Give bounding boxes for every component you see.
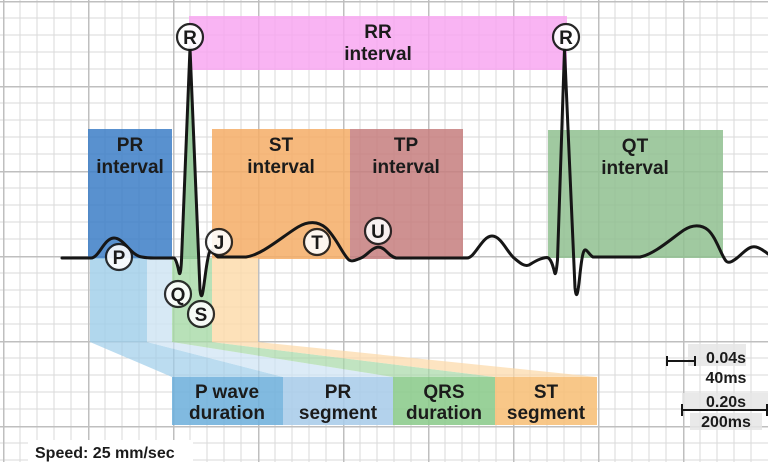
- st-segment-label-1: ST: [534, 382, 559, 403]
- pr-interval-box: [88, 129, 172, 259]
- p-wave-duration-box: [172, 377, 283, 425]
- st-interval-label-1: ST: [269, 135, 294, 156]
- u-circle: [363, 216, 393, 246]
- t-label: T: [311, 233, 323, 254]
- qrs-connector: [172, 342, 495, 377]
- qt-interval-label-2: interval: [601, 158, 669, 179]
- rr-interval-label-1: RR: [364, 22, 392, 43]
- large-scale-bracket: [681, 404, 768, 416]
- speed-caption: Speed: 25 mm/sec: [35, 445, 175, 462]
- rr-interval-box: [189, 16, 567, 70]
- large-scale-ms: 200ms: [701, 414, 751, 431]
- small-scale-seconds: 0.04s: [706, 350, 746, 367]
- speed-caption-bg: [28, 440, 193, 462]
- qrs-duration-label-1: QRS: [423, 382, 464, 403]
- segment-labels: P wave duration PR segment QRS duration …: [189, 382, 586, 424]
- p-wave-duration-band: [90, 258, 147, 342]
- u-label: U: [371, 222, 385, 243]
- t-circle: [302, 227, 332, 257]
- pr-interval-label-1: PR: [117, 135, 144, 156]
- s-circle: [186, 299, 216, 329]
- interval-labels: RR interval PR interval ST interval TP i…: [96, 22, 669, 179]
- p-wave-duration-label-2: duration: [189, 403, 265, 424]
- small-scale-ms: 40ms: [706, 370, 747, 387]
- wave-point-markers: R R P Q S J T U: [104, 22, 581, 329]
- p-wave-connector: [90, 342, 283, 377]
- st-segment-label-2: segment: [507, 403, 586, 424]
- r1-circle: [175, 22, 205, 52]
- pr-segment-label-2: segment: [299, 403, 378, 424]
- large-scale-bg-bottom: [690, 413, 762, 430]
- qt-interval-label-1: QT: [622, 136, 649, 157]
- small-scale-bg: [688, 344, 746, 366]
- s-label: S: [195, 305, 208, 326]
- p-label: P: [113, 248, 126, 269]
- qrs-duration-label-2: duration: [406, 403, 482, 424]
- small-scale-bracket: [666, 356, 696, 366]
- ecg-waveform: [60, 46, 768, 298]
- st-segment-connector: [212, 342, 597, 377]
- st-segment-box: [495, 377, 597, 425]
- r2-label: R: [559, 28, 573, 49]
- qrs-duration-box: [393, 377, 495, 425]
- pr-segment-box: [283, 377, 393, 425]
- pr-segment-connector: [147, 342, 393, 377]
- r1-label: R: [183, 28, 197, 49]
- q-label: Q: [171, 285, 186, 306]
- large-scale-seconds: 0.20s: [706, 394, 746, 411]
- j-circle: [204, 227, 234, 257]
- q-circle: [163, 279, 193, 309]
- tp-interval-label-1: TP: [394, 135, 419, 156]
- pr-interval-label-2: interval: [96, 157, 164, 178]
- j-label: J: [214, 233, 225, 254]
- large-scale-bg-top: [682, 393, 768, 409]
- tp-interval-label-2: interval: [372, 157, 440, 178]
- p-wave-duration-label-1: P wave: [195, 382, 259, 403]
- st-segment-band: [212, 258, 258, 342]
- st-interval-label-2: interval: [247, 157, 315, 178]
- pr-segment-label-1: PR: [325, 382, 352, 403]
- p-circle: [104, 242, 134, 272]
- qt-interval-box: [548, 130, 723, 258]
- r-spike-fill: [181, 50, 199, 259]
- rr-interval-label-2: interval: [344, 44, 412, 65]
- time-scale-legend: 0.04s 40ms 0.20s 200ms: [666, 344, 768, 431]
- r2-circle: [551, 22, 581, 52]
